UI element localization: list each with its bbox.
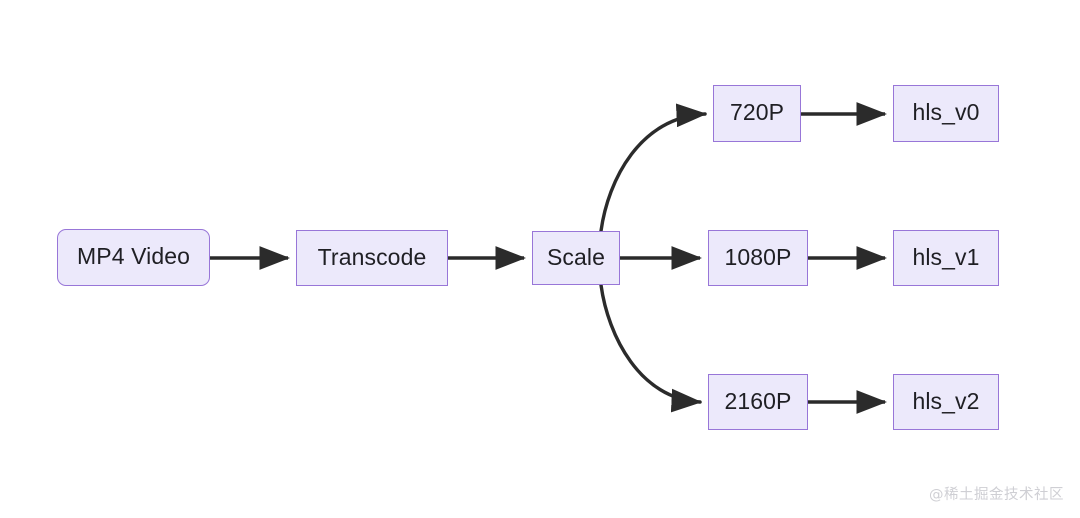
node-1080p[interactable]: 1080P (708, 230, 808, 286)
node-label: 2160P (724, 387, 792, 414)
node-hls-v2[interactable]: hls_v2 (893, 374, 999, 430)
node-label: 1080P (724, 243, 792, 270)
node-scale[interactable]: Scale (532, 231, 620, 285)
node-hls-v0[interactable]: hls_v0 (893, 85, 999, 142)
node-label: MP4 Video (77, 243, 190, 269)
node-label: Scale (546, 243, 606, 270)
node-label: hls_v0 (912, 99, 980, 125)
node-label: hls_v2 (912, 387, 980, 414)
node-transcode[interactable]: Transcode (296, 230, 448, 286)
watermark: @稀土掘金技术社区 (929, 487, 1064, 503)
node-mp4-video[interactable]: MP4 Video (57, 229, 210, 286)
node-2160p[interactable]: 2160P (708, 374, 808, 430)
node-hls-v1[interactable]: hls_v1 (893, 230, 999, 286)
node-label: hls_v1 (912, 243, 980, 270)
node-label: 720P (729, 99, 785, 125)
edge-scale-to-2160p (599, 283, 703, 413)
edge-scale-to-720p (599, 103, 708, 233)
node-label: Transcode (317, 243, 427, 270)
node-720p[interactable]: 720P (713, 85, 801, 142)
